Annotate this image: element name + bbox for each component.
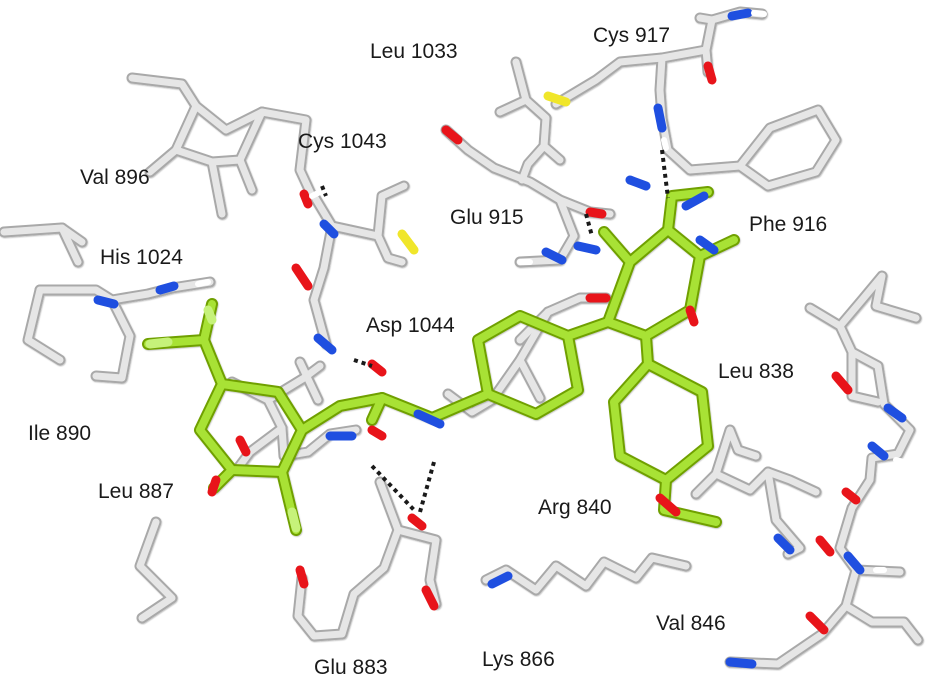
ligand-molecule: [142, 186, 740, 536]
label-val846: Val 846: [656, 612, 726, 635]
label-phe916: Phe 916: [749, 213, 827, 236]
label-asp1044: Asp 1044: [366, 314, 455, 337]
residue-labels: Cys 917 Leu 1033 Cys 1043 Val 896 Glu 91…: [28, 24, 827, 679]
label-cys1043: Cys 1043: [298, 130, 387, 153]
label-leu1033: Leu 1033: [370, 40, 458, 63]
label-his1024: His 1024: [100, 246, 183, 269]
label-val896: Val 896: [80, 166, 150, 189]
hydrogen-bonds: [320, 149, 670, 514]
label-glu915: Glu 915: [450, 206, 524, 229]
label-leu887: Leu 887: [98, 480, 174, 503]
label-arg840: Arg 840: [538, 496, 612, 519]
label-glu883: Glu 883: [314, 656, 388, 679]
label-leu838: Leu 838: [718, 360, 794, 383]
protein-residues: [0, 6, 924, 670]
heteroatoms: [93, 8, 907, 669]
label-ile890: Ile 890: [28, 422, 91, 445]
label-cys917: Cys 917: [593, 24, 670, 47]
label-lys866: Lys 866: [482, 648, 555, 671]
